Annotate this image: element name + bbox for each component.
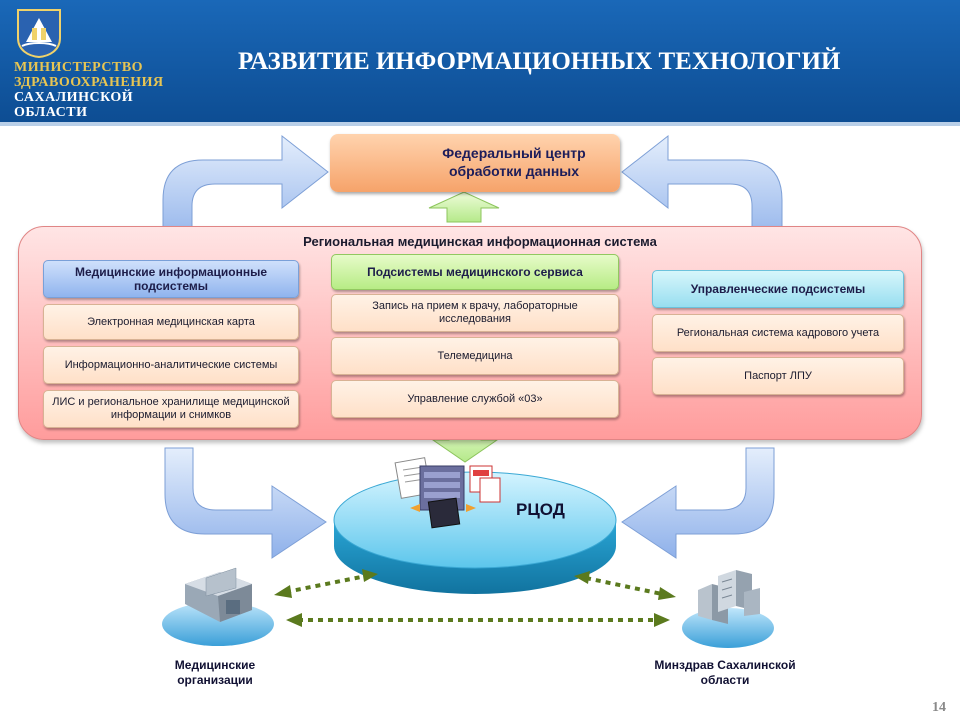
ministry-line-1: МИНИСТЕРСТВО [14,60,144,75]
page-title: РАЗВИТИЕ ИНФОРМАЦИОННЫХ ТЕХНОЛОГИЙ [238,48,841,75]
ministry-building-icon [682,570,774,648]
federal-line-1: Федеральный центр [442,145,586,161]
page-number: 14 [932,700,946,715]
lower-left-arrow [164,447,327,559]
medical-organizations-label: Медицинские организации [174,658,256,687]
dotted-connectors [285,574,663,622]
hospital-building-icon [162,567,274,646]
connector-arrowheads [274,569,676,627]
server-stack-icon [394,457,501,529]
upper-right-arrow [621,134,783,249]
item-emr: Электронная медицинская карта [43,304,299,340]
diagram-graphics [162,134,783,648]
item-telemedicine: Телемедицина [331,337,619,375]
diagram: Федеральный центр обработки данных Регио… [0,126,960,720]
header-bar [0,0,960,122]
rcod-label: РЦОД [516,500,565,519]
item-lpu-passport: Паспорт ЛПУ [652,357,904,395]
ministry-line-4: ОБЛАСТИ [14,105,88,120]
green-up-arrow [428,191,500,223]
ministry-line-2: ЗДРАВООХРАНЕНИЯ [14,75,164,90]
federal-data-center-box: Федеральный центр обработки данных [330,134,620,192]
lower-right-arrow [621,447,775,559]
federal-line-2: обработки данных [448,163,580,179]
column-medical-info-header: Медицинские информационные подсистемы [43,260,299,298]
header-stripe [0,122,960,126]
coat-of-arms-icon [17,9,61,58]
item-analytics: Информационно-аналитические системы [43,346,299,384]
item-appointments: Запись на прием к врачу, лабораторные ис… [331,294,619,332]
ministry-line-3: САХАЛИНСКОЙ [14,90,134,105]
regional-system-title: Региональная медицинская информационная … [303,234,657,249]
column-management-header: Управленческие подсистемы [652,270,904,308]
item-lis-storage: ЛИС и региональное хранилище медицинской… [43,390,299,428]
federal-data-center-label: Федеральный центр обработки данных [414,144,614,180]
item-hr-system: Региональная система кадрового учета [652,314,904,352]
item-emergency-03: Управление службой «03» [331,380,619,418]
ministry-label: Минздрав Сахалинской области [654,658,796,687]
column-medical-service-header: Подсистемы медицинского сервиса [331,254,619,290]
ministry-name: МИНИСТЕРСТВО ЗДРАВООХРАНЕНИЯ САХАЛИНСКОЙ… [14,60,164,120]
upper-left-arrow [162,134,329,249]
